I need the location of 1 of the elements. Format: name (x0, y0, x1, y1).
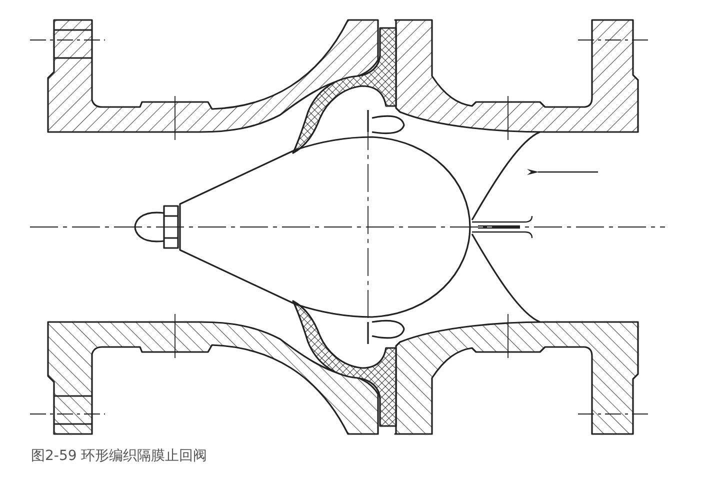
figure-caption: 图2-59 环形编织隔膜止回阀 (31, 447, 208, 465)
